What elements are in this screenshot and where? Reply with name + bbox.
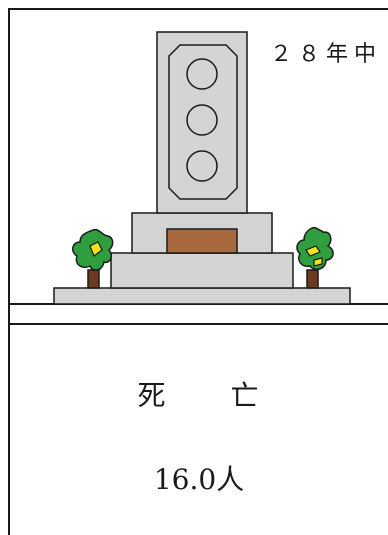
category-label: 死 亡 — [137, 379, 287, 412]
gravestone-circle-bottom — [186, 150, 218, 182]
gravestone-circle-middle — [186, 104, 218, 136]
gravestone-plaque — [166, 228, 238, 254]
flower-right-icon — [296, 226, 334, 289]
section-divider — [8, 323, 388, 325]
value-label: 16.0人 — [153, 463, 245, 496]
gravestone-circle-top — [186, 58, 218, 90]
gravestone-base-bottom — [53, 287, 351, 305]
gravestone-base-middle — [110, 252, 294, 289]
flower-left-icon — [72, 228, 114, 289]
gravestone-icon — [10, 31, 388, 305]
frame-top-border — [8, 8, 388, 10]
year-label: ２８年中 — [270, 42, 383, 67]
frame-left-border — [8, 8, 10, 535]
